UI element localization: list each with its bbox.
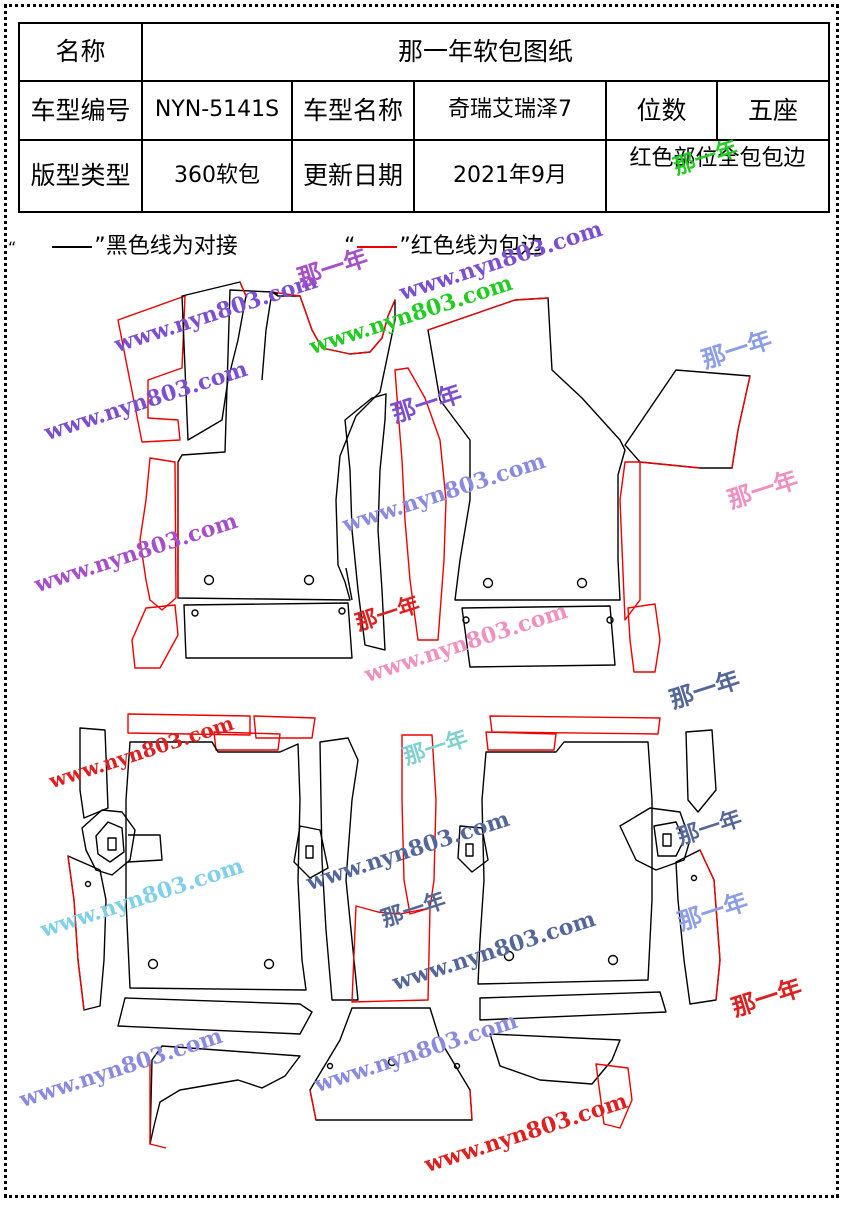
legend-red: “ ”红色线为包边 [344, 228, 543, 260]
rear-left-mat [125, 741, 307, 991]
page-border [4, 4, 839, 1198]
model-code-label: 车型编号 [18, 80, 143, 141]
rear-left-side-pieces [67, 727, 359, 1011]
seats-label: 位数 [605, 80, 718, 141]
rear-right-mat [477, 741, 653, 985]
name-label: 名称 [18, 22, 143, 82]
rear-right-bracket [457, 807, 691, 873]
rear-right-lower-pieces [479, 991, 667, 1129]
front-left-side-pieces [117, 281, 279, 669]
rear-right-top-strips [485, 715, 661, 751]
front-right-mat [427, 297, 626, 601]
style-label: 版型类型 [18, 139, 143, 213]
style-value: 360软包 [141, 139, 293, 213]
model-name-label: 车型名称 [291, 80, 415, 141]
rear-center-tunnel [309, 734, 473, 1121]
front-left-heel-plate [183, 602, 353, 659]
legend-black: “ ”黑色线为对接 [8, 228, 238, 260]
legend-red-open-quote: “ [344, 234, 356, 259]
legend-black-open-quote: “ [8, 238, 17, 257]
legend-black-text: ”黑色线为对接 [94, 234, 238, 259]
model-name-value: 奇瑞艾瑞泽7 [413, 80, 607, 141]
model-code-value: NYN-5141S [141, 80, 293, 141]
seats-value: 五座 [715, 80, 831, 141]
rear-left-bracket [81, 809, 329, 879]
front-center-tunnel [344, 367, 447, 651]
legend-red-text: ”红色线为包边 [399, 234, 543, 259]
red-line-sample [357, 246, 398, 248]
update-value: 2021年9月 [413, 139, 607, 213]
front-left-mat [177, 289, 396, 601]
rear-right-side-pieces [675, 729, 721, 1005]
rear-left-lower-pieces [117, 997, 313, 1149]
black-line-sample [52, 246, 93, 248]
update-label: 更新日期 [291, 139, 415, 213]
front-right-side-pieces [619, 369, 751, 673]
info-table: 名称 那一年软包图纸 车型编号 NYN-5141S 车型名称 奇瑞艾瑞泽7 位数… [18, 22, 831, 213]
front-right-heel-plate [461, 605, 616, 668]
red-edge-note: 红色部位全包包边 [604, 139, 831, 213]
rear-left-top-strips [127, 713, 316, 751]
name-value: 那一年软包图纸 [140, 22, 831, 82]
